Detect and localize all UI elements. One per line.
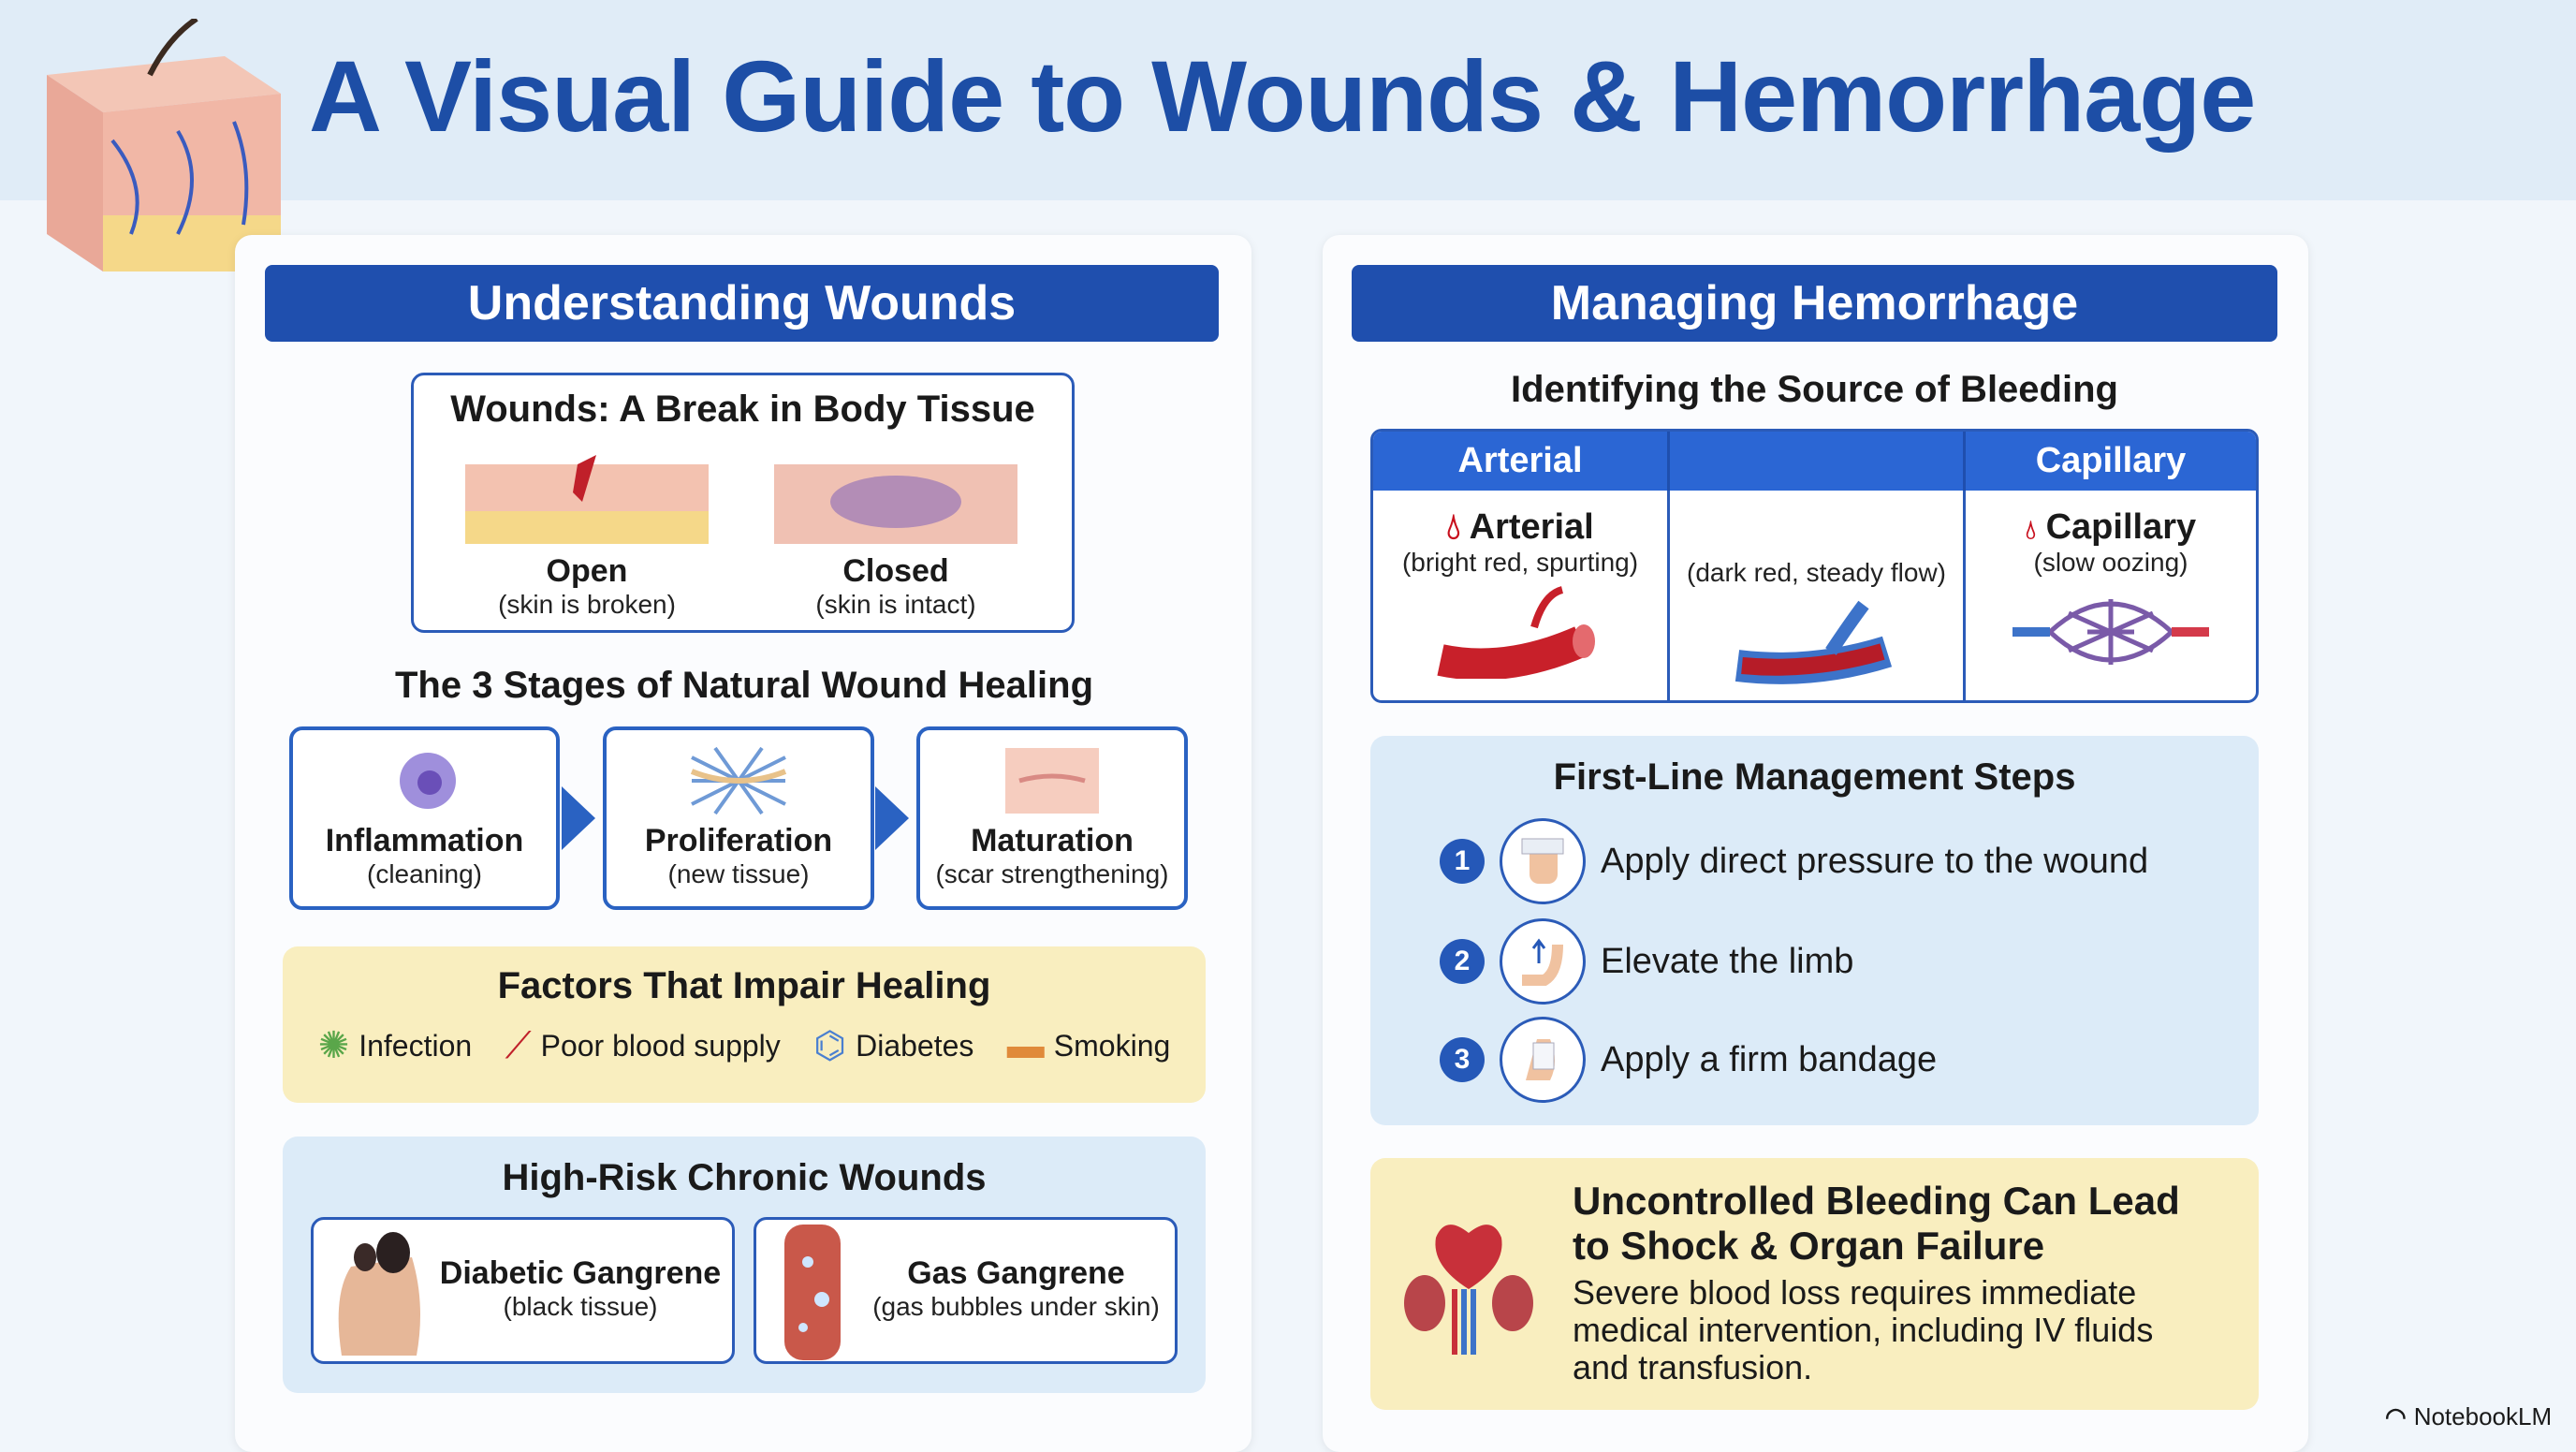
bleeding-type-desc: (dark red, steady flow) (1687, 558, 1946, 587)
wound-types-box: Wounds: A Break in Body Tissue Open(skin… (411, 373, 1075, 633)
open-desc: (skin is broken) (498, 590, 676, 619)
chronic-desc: (black tissue) (503, 1292, 658, 1321)
column-header-capillary: Capillary (2035, 441, 2187, 480)
cigarette-icon: ▬ (1006, 1024, 1045, 1066)
artery-icon (1437, 586, 1595, 681)
diabetic-gangrene-card: Diabetic Gangrene(black tissue) (311, 1217, 735, 1364)
stages-title: The 3 Stages of Natural Wound Healing (394, 665, 1093, 706)
bandage-icon (1500, 1017, 1586, 1103)
header-band (0, 0, 2576, 200)
factor-label: Smoking (1053, 1028, 1171, 1063)
muscle-icon (784, 1225, 841, 1360)
bleeding-source-table: Arterial Capillary 💧︎ Arterial (bright r… (1370, 429, 2259, 703)
factor-label: Diabetes (856, 1028, 974, 1063)
stage-desc: (scar strengthening) (935, 859, 1169, 888)
managing-hemorrhage-header: Managing Hemorrhage (1352, 265, 2277, 342)
tissue-mesh-icon (690, 746, 787, 815)
factor-label: Infection (359, 1028, 473, 1063)
stage-desc: (new tissue) (667, 859, 810, 888)
bleeding-type-name: Capillary (2045, 507, 2197, 547)
capillary-network-icon (2012, 599, 2209, 665)
stage-maturation: Maturation(scar strengthening) (916, 726, 1188, 910)
column-header-arterial: Arterial (1373, 432, 1670, 491)
skin-cross-section-icon (47, 19, 281, 271)
notebooklm-logo-icon: ◠ (2385, 1402, 2407, 1430)
blood-vessel-icon: ⟋ (505, 1024, 532, 1066)
chronic-label: Gas Gangrene (907, 1255, 1125, 1291)
molecule-icon: ⌬ (813, 1025, 847, 1066)
vein-icon (1734, 600, 1892, 684)
factor-diabetes: ⌬ Diabetes (813, 1024, 973, 1067)
closed-desc: (skin is intact) (815, 590, 976, 619)
steps-title: First-Line Management Steps (1553, 756, 2076, 798)
chronic-title: High-Risk Chronic Wounds (502, 1157, 987, 1198)
factor-infection: ✺ Infection (318, 1024, 472, 1067)
stage-label: Maturation (971, 823, 1134, 858)
column-header-venous (1670, 432, 1966, 491)
cell-icon (399, 753, 456, 809)
stage-desc: (cleaning) (367, 859, 482, 888)
open-wound-icon (465, 455, 709, 544)
stage-inflammation: Inflammation(cleaning) (289, 726, 560, 910)
wound-types-title: Wounds: A Break in Body Tissue (450, 389, 1035, 430)
brand-label: NotebookLM (2413, 1402, 2553, 1430)
blood-drop-icon: 💧︎ (1446, 507, 1461, 547)
source-title: Identifying the Source of Bleeding (1511, 369, 2118, 410)
factors-box: Factors That Impair Healing ✺ Infection ⟋… (283, 946, 1206, 1103)
factor-label: Poor blood supply (540, 1028, 781, 1063)
warning-title: Uncontrolled Bleeding Can Lead to Shock … (1573, 1179, 2180, 1268)
arterial-cell: 💧︎ Arterial (bright red, spurting) (1373, 491, 1670, 700)
open-label: Open (546, 553, 628, 589)
step-number: 3 (1440, 1037, 1485, 1082)
step-text: Elevate the limb (1601, 941, 1854, 981)
factors-title: Factors That Impair Healing (497, 965, 991, 1006)
bacteria-icon: ✺ (317, 1025, 350, 1066)
step-1: 1 Apply direct pressure to the wound (1440, 818, 2148, 904)
closed-label: Closed (842, 553, 949, 589)
factor-poor-blood-supply: ⟋Poor blood supply (505, 1024, 781, 1067)
hand-pressure-icon (1500, 818, 1586, 904)
warning-text: Severe blood loss requires immediate med… (1573, 1273, 2154, 1386)
arrow-icon (562, 786, 595, 850)
understanding-wounds-header: Understanding Wounds (265, 265, 1219, 342)
chronic-label: Diabetic Gangrene (439, 1255, 722, 1291)
arrow-icon (875, 786, 909, 850)
step-text: Apply a firm bandage (1601, 1039, 1938, 1079)
warning-box: Uncontrolled Bleeding Can Lead to Shock … (1370, 1158, 2259, 1410)
notebooklm-brand: ◠NotebookLM (2385, 1402, 2552, 1431)
stage-label: Proliferation (644, 823, 833, 858)
page-title: A Visual Guide to Wounds & Hemorrhage (309, 39, 2256, 153)
chronic-wounds-box: High-Risk Chronic Wounds Diabetic Gangre… (283, 1137, 1206, 1393)
step-text: Apply direct pressure to the wound (1601, 841, 2149, 881)
step-3: 3 Apply a firm bandage (1440, 1017, 1937, 1103)
chronic-desc: (gas bubbles under skin) (872, 1292, 1160, 1321)
bleeding-type-desc: (slow oozing) (2033, 548, 2188, 577)
scar-icon (1005, 748, 1099, 814)
closed-wound-icon (774, 464, 1017, 544)
capillary-cell: 💧︎ Capillary (slow oozing) (1966, 491, 2256, 700)
step-2: 2 Elevate the limb (1440, 918, 1853, 1005)
factor-smoking: ▬Smoking (1007, 1024, 1171, 1067)
gas-gangrene-card: Gas Gangrene(gas bubbles under skin) (754, 1217, 1178, 1364)
bleeding-type-desc: (bright red, spurting) (1401, 548, 1639, 577)
foot-icon (338, 1232, 420, 1356)
stage-label: Inflammation (325, 823, 524, 858)
heart-kidneys-icon (1404, 1225, 1533, 1355)
venous-cell: (dark red, steady flow) (1670, 491, 1966, 700)
step-number: 1 (1440, 839, 1485, 884)
stage-proliferation: Proliferation(new tissue) (603, 726, 874, 910)
step-number: 2 (1440, 939, 1485, 984)
bleeding-type-name: Arterial (1469, 507, 1594, 547)
elevated-limb-icon (1500, 918, 1586, 1005)
blood-drop-icon: 💧︎ (2025, 515, 2037, 544)
